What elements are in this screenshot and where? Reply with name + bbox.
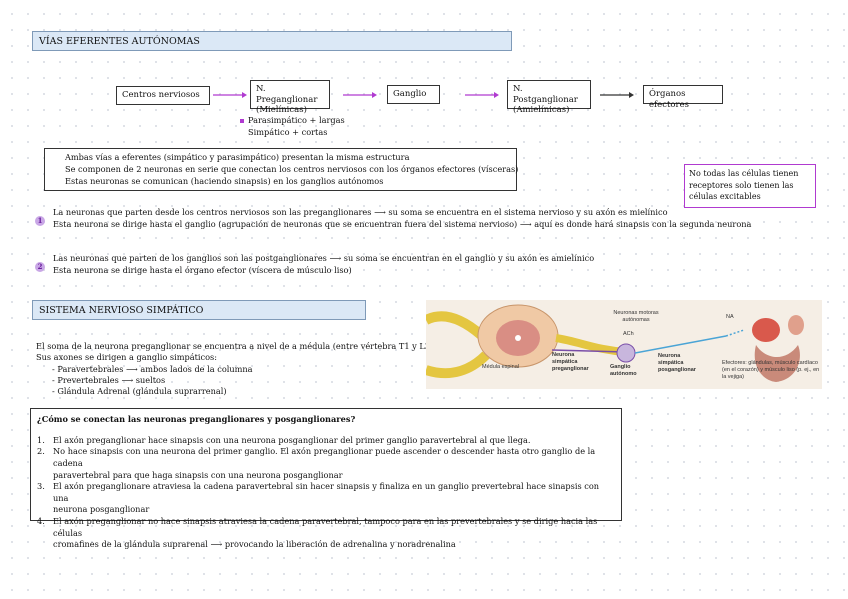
node-label: Ganglio bbox=[393, 89, 427, 99]
number-badge: 2 bbox=[35, 262, 45, 272]
answer-line: El axón preganglionar no hace sinapsis a… bbox=[53, 515, 598, 538]
side-note-box: No todas las células tienen receptores s… bbox=[684, 164, 816, 208]
note-line: Parasimpático + largas bbox=[248, 115, 345, 125]
bullet-square-icon bbox=[240, 119, 244, 123]
arrow-icon bbox=[600, 92, 634, 98]
note-parasimpatico: Parasimpático + largas bbox=[240, 115, 345, 127]
number-badge: 1 bbox=[35, 216, 45, 226]
figure-label-efectores: Efectores: glándulas, músculo cardíaco (… bbox=[722, 360, 820, 380]
answer-line: El axón preganglionar hace sinapsis con … bbox=[53, 434, 531, 445]
summary-line: Estas neuronas se comunican (haciendo si… bbox=[65, 175, 384, 186]
arrow-icon bbox=[213, 92, 247, 98]
node-preganglionar: N. Preganglionar (Mielínicas) bbox=[250, 80, 330, 115]
question-heading: ¿Cómo se conectan las neuronas pregangli… bbox=[37, 414, 356, 424]
answer-number: 1. bbox=[37, 434, 45, 445]
section-title-vias-eferentes: VÍAS EFERENTES AUTÓNOMAS bbox=[32, 31, 512, 51]
neuron-diagram-illustration bbox=[426, 304, 804, 382]
answer-item: 4. El axón preganglionar no hace sinapsi… bbox=[37, 516, 615, 551]
point-1-line2: Esta neurona se dirige hasta el ganglio … bbox=[53, 219, 752, 229]
node-label-line1: N. Postganglionar bbox=[513, 84, 578, 105]
answer-line: neurona posganglionar bbox=[53, 504, 150, 515]
figure-label-ach: ACh bbox=[623, 331, 634, 337]
note-simpatico: Simpático + cortas bbox=[248, 127, 328, 137]
sympathetic-figure: Neuronas motoras autónomas ACh NA Médula… bbox=[426, 300, 822, 389]
arrow-icon bbox=[465, 92, 499, 98]
section-title-simpatico: SISTEMA NERVIOSO SIMPÁTICO bbox=[32, 300, 366, 320]
answers-list: 1. El axón preganglionar hace sinapsis c… bbox=[37, 435, 615, 551]
point-2-line1: Las neuronas que parten de los ganglios … bbox=[53, 253, 595, 263]
point-1: 1 bbox=[35, 208, 45, 227]
point-2-line2: Esta neurona se dirige hasta el órgano e… bbox=[53, 265, 352, 275]
bullet-paravertebrales: - Paravertebrales ⟶ ambos lados de la co… bbox=[52, 364, 253, 374]
summary-line: Ambas vías a eferentes (simpático y para… bbox=[65, 152, 410, 162]
answer-line: El axón preganglionare atraviesa la cade… bbox=[53, 481, 600, 503]
node-organos-efectores: Órganos efectores bbox=[643, 85, 723, 110]
intro-line1: El soma de la neurona preganglionar se e… bbox=[36, 341, 436, 351]
node-label-line2: (Amielínicas) bbox=[513, 105, 570, 116]
answer-number: 4. bbox=[37, 515, 45, 526]
node-postganglionar: N. Postganglionar (Amielínicas) bbox=[507, 80, 591, 115]
figure-label-medula: Médula espinal bbox=[482, 364, 519, 370]
summary-box: Ambas vías a eferentes (simpático y para… bbox=[44, 148, 519, 191]
node-label: Centros nerviosos bbox=[122, 90, 200, 100]
side-note-line: receptores solo tienen las bbox=[689, 180, 794, 190]
side-note-line: No todas las células tienen bbox=[689, 169, 799, 178]
point-1-line1: La neuronas que parten desde los centros… bbox=[53, 207, 668, 217]
answer-item: 3. El axón preganglionare atraviesa la c… bbox=[37, 481, 615, 516]
answer-line: paravertebral para que haga sinapsis con… bbox=[53, 469, 343, 480]
point-2: 2 bbox=[35, 254, 45, 273]
node-ganglio: Ganglio bbox=[387, 85, 440, 104]
side-note-line: células excitables bbox=[689, 192, 761, 201]
answer-item: 2. No hace sinapsis con una neurona del … bbox=[37, 446, 615, 481]
figure-label-pre: Neurona simpática preganglionar bbox=[552, 352, 589, 372]
answer-number: 2. bbox=[37, 446, 45, 457]
answer-line: cromafines de la glándula suprarenal ⟶ p… bbox=[53, 539, 456, 550]
summary-line: Se componen de 2 neuronas en serie que c… bbox=[65, 163, 519, 174]
figure-label-ganglio: Ganglio autónomo bbox=[610, 364, 637, 377]
node-label-line2: (Mielínicas) bbox=[256, 105, 307, 116]
answer-number: 3. bbox=[37, 481, 45, 492]
bullet-glandula: - Glándula Adrenal (glándula suprarrenal… bbox=[52, 386, 227, 396]
figure-label-motoras: Neuronas motoras autónomas bbox=[613, 310, 659, 323]
answer-line: No hace sinapsis con una neurona del pri… bbox=[53, 446, 596, 468]
figure-label-post: Neurona simpática posganglionar bbox=[658, 353, 696, 373]
node-label-line1: N. Preganglionar bbox=[256, 84, 318, 105]
answer-item: 1. El axón preganglionar hace sinapsis c… bbox=[37, 435, 615, 447]
intro-line2: Sus axones se dirigen a ganglio simpátic… bbox=[36, 352, 218, 362]
node-label: Órganos efectores bbox=[649, 89, 689, 110]
node-centros-nerviosos: Centros nerviosos bbox=[116, 86, 210, 105]
bullet-prevertebrales: - Prevertebrales ⟶ sueltos bbox=[52, 375, 166, 385]
figure-label-na: NA bbox=[726, 314, 734, 320]
arrow-icon bbox=[343, 92, 377, 98]
question-box: ¿Cómo se conectan las neuronas pregangli… bbox=[30, 408, 622, 549]
